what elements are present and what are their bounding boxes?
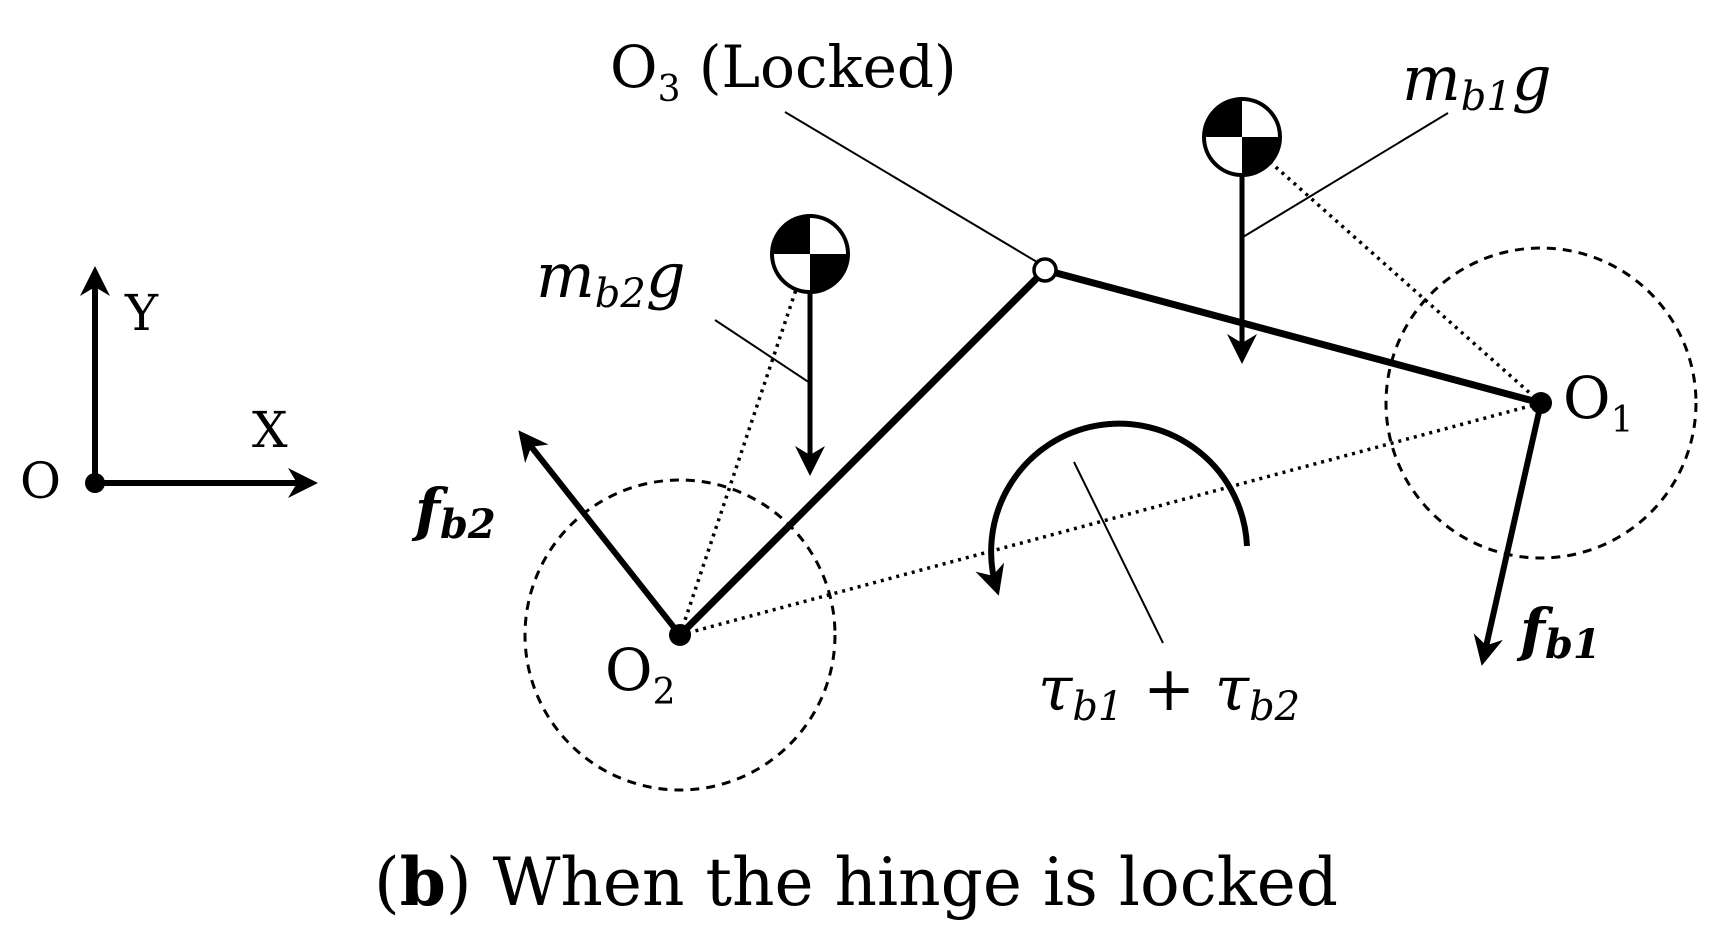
dotted-lines xyxy=(678,135,1543,637)
fb1-arrow xyxy=(1473,402,1544,666)
com-symbol-b1 xyxy=(1202,97,1282,177)
o2-point xyxy=(669,624,691,646)
com-symbol-b2 xyxy=(770,214,850,294)
coordinate-axes: O Y X xyxy=(20,266,318,510)
leader-o3 xyxy=(784,111,1038,263)
o3-label: O3 (Locked) xyxy=(610,33,957,110)
x-axis-label: X xyxy=(252,401,288,459)
torque-label: τb1 + τb2 xyxy=(1038,652,1300,730)
torque-arc xyxy=(975,420,1250,596)
o2-label: O2 xyxy=(605,636,675,713)
figure-caption: (b) When the hinge is locked xyxy=(374,843,1338,921)
link-o2-o3 xyxy=(677,267,1048,638)
o3-hinge-joint xyxy=(1032,257,1058,283)
mb1g-label: mb1g xyxy=(1402,42,1552,120)
o1-label: O1 xyxy=(1563,364,1633,441)
o1-point xyxy=(1530,392,1552,414)
dotted-o2-com2 xyxy=(678,253,810,636)
fb2-label: fb2 xyxy=(411,476,496,548)
leader-torque xyxy=(1073,461,1164,644)
origin-label: O xyxy=(20,452,61,510)
o2-dashed-circle xyxy=(523,478,837,792)
leader-lines xyxy=(714,111,1449,644)
y-axis-label: Y xyxy=(124,284,159,342)
fb2-arrow xyxy=(518,430,683,637)
o1-dashed-circle xyxy=(1384,246,1698,560)
mb2g-label: mb2g xyxy=(536,239,686,317)
dotted-o1-com1 xyxy=(1240,135,1543,405)
link-o3-o1 xyxy=(1044,266,1542,407)
leader-mb2g xyxy=(714,319,811,384)
leader-mb1g xyxy=(1242,112,1449,238)
origin-dot xyxy=(85,473,105,493)
fb1-label: fb1 xyxy=(1516,596,1601,668)
